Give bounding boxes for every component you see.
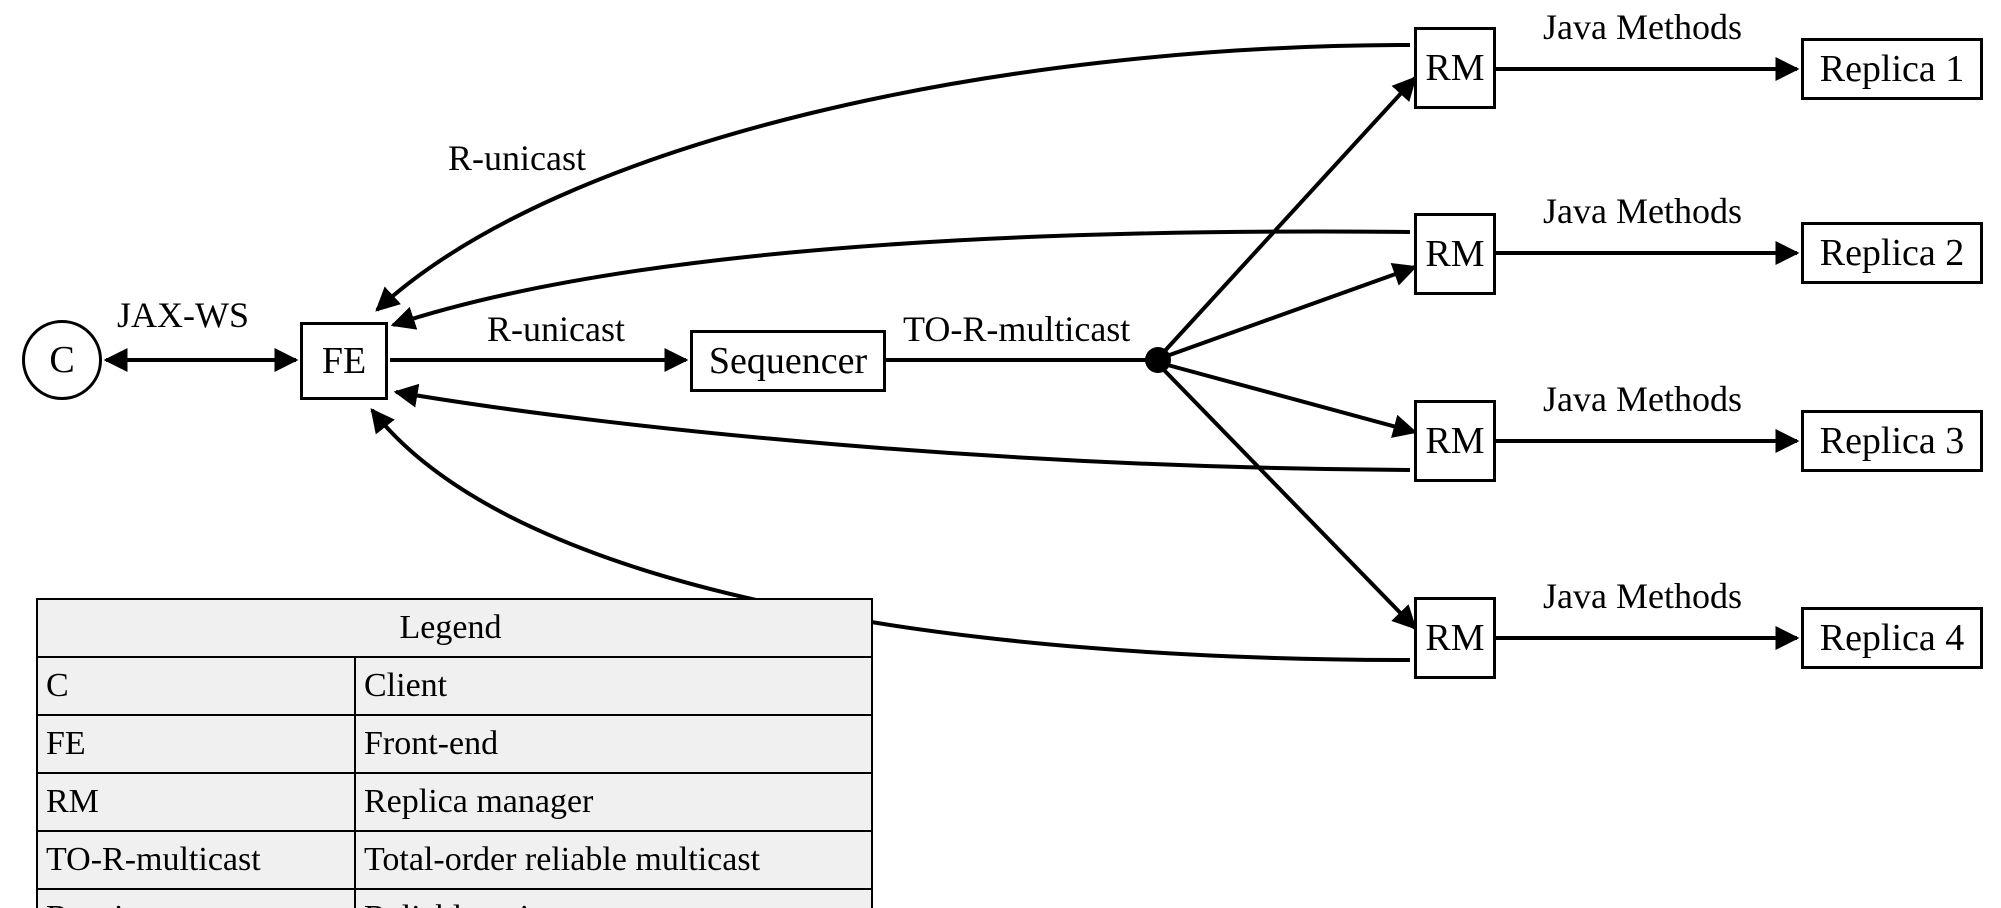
node-sequencer[interactable]: Sequencer (690, 330, 886, 392)
legend-key: R-unicast (36, 888, 356, 908)
legend-value: Front-end (354, 714, 873, 774)
legend-body: Legend C Client FE Front-end RM Replica … (36, 598, 873, 908)
edge-label-java-methods-4: Java Methods (1543, 576, 1742, 616)
legend-key: FE (36, 714, 356, 774)
legend-row: R-unicast Reliable unicast (36, 888, 873, 908)
edge-junction-rm-2 (1163, 262, 1418, 359)
node-replica-3-label: Replica 3 (1819, 420, 1965, 462)
edge-label-java-methods-2: Java Methods (1543, 191, 1742, 231)
legend-value: Reliable unicast (354, 888, 873, 908)
node-replica-1[interactable]: Replica 1 (1801, 38, 1983, 100)
node-frontend[interactable]: FE (300, 322, 388, 400)
node-replica-2[interactable]: Replica 2 (1801, 222, 1983, 284)
node-replica-1-label: Replica 1 (1819, 48, 1965, 90)
legend-value: Total-order reliable multicast (354, 830, 873, 890)
node-replica-manager-1-label: RM (1425, 47, 1485, 89)
node-replica-manager-4[interactable]: RM (1414, 597, 1496, 679)
edge-junction-rm-3 (1163, 362, 1418, 438)
edge-label-jax-ws: JAX-WS (117, 295, 249, 335)
node-replica-manager-1[interactable]: RM (1414, 27, 1496, 109)
node-replica-4-label: Replica 4 (1819, 617, 1965, 659)
edge-label-java-methods-3: Java Methods (1543, 379, 1742, 419)
legend-header-row: Legend (36, 598, 873, 658)
node-replica-manager-3-label: RM (1425, 420, 1485, 462)
legend-value: Client (354, 656, 873, 716)
node-frontend-label: FE (321, 340, 367, 382)
legend-row: C Client (36, 656, 873, 716)
edge-label-r-unicast-frontend-sequencer: R-unicast (487, 309, 625, 349)
legend-table: Legend C Client FE Front-end RM Replica … (36, 598, 873, 908)
edge-junction-rm-1 (1160, 76, 1417, 356)
legend-value: Replica manager (354, 772, 873, 832)
edge-label-to-r-multicast: TO-R-multicast (903, 309, 1131, 349)
legend-row: TO-R-multicast Total-order reliable mult… (36, 830, 873, 890)
node-replica-3[interactable]: Replica 3 (1801, 410, 1983, 472)
edge-label-r-unicast-top: R-unicast (448, 138, 586, 178)
node-sequencer-label: Sequencer (708, 340, 868, 382)
node-client-label: C (49, 339, 75, 381)
node-replica-2-label: Replica 2 (1819, 232, 1965, 274)
legend-key: TO-R-multicast (36, 830, 356, 890)
legend-row: FE Front-end (36, 714, 873, 774)
node-replica-manager-4-label: RM (1425, 617, 1485, 659)
edge-rm-3-frontend (393, 383, 1411, 472)
legend-key: RM (36, 772, 356, 832)
edge-junction-rm-4 (1160, 366, 1417, 630)
node-replica-manager-2-label: RM (1425, 233, 1485, 275)
legend-row: RM Replica manager (36, 772, 873, 832)
edge-label-java-methods-1: Java Methods (1543, 7, 1742, 47)
legend-title: Legend (36, 598, 873, 658)
edge-rm-1-frontend (375, 43, 1411, 312)
node-replica-manager-3[interactable]: RM (1414, 400, 1496, 482)
edge-rm-2-frontend (390, 229, 1411, 330)
node-replica-manager-2[interactable]: RM (1414, 213, 1496, 295)
legend-key: C (36, 656, 356, 716)
node-client[interactable]: C (22, 320, 102, 400)
node-replica-4[interactable]: Replica 4 (1801, 607, 1983, 669)
